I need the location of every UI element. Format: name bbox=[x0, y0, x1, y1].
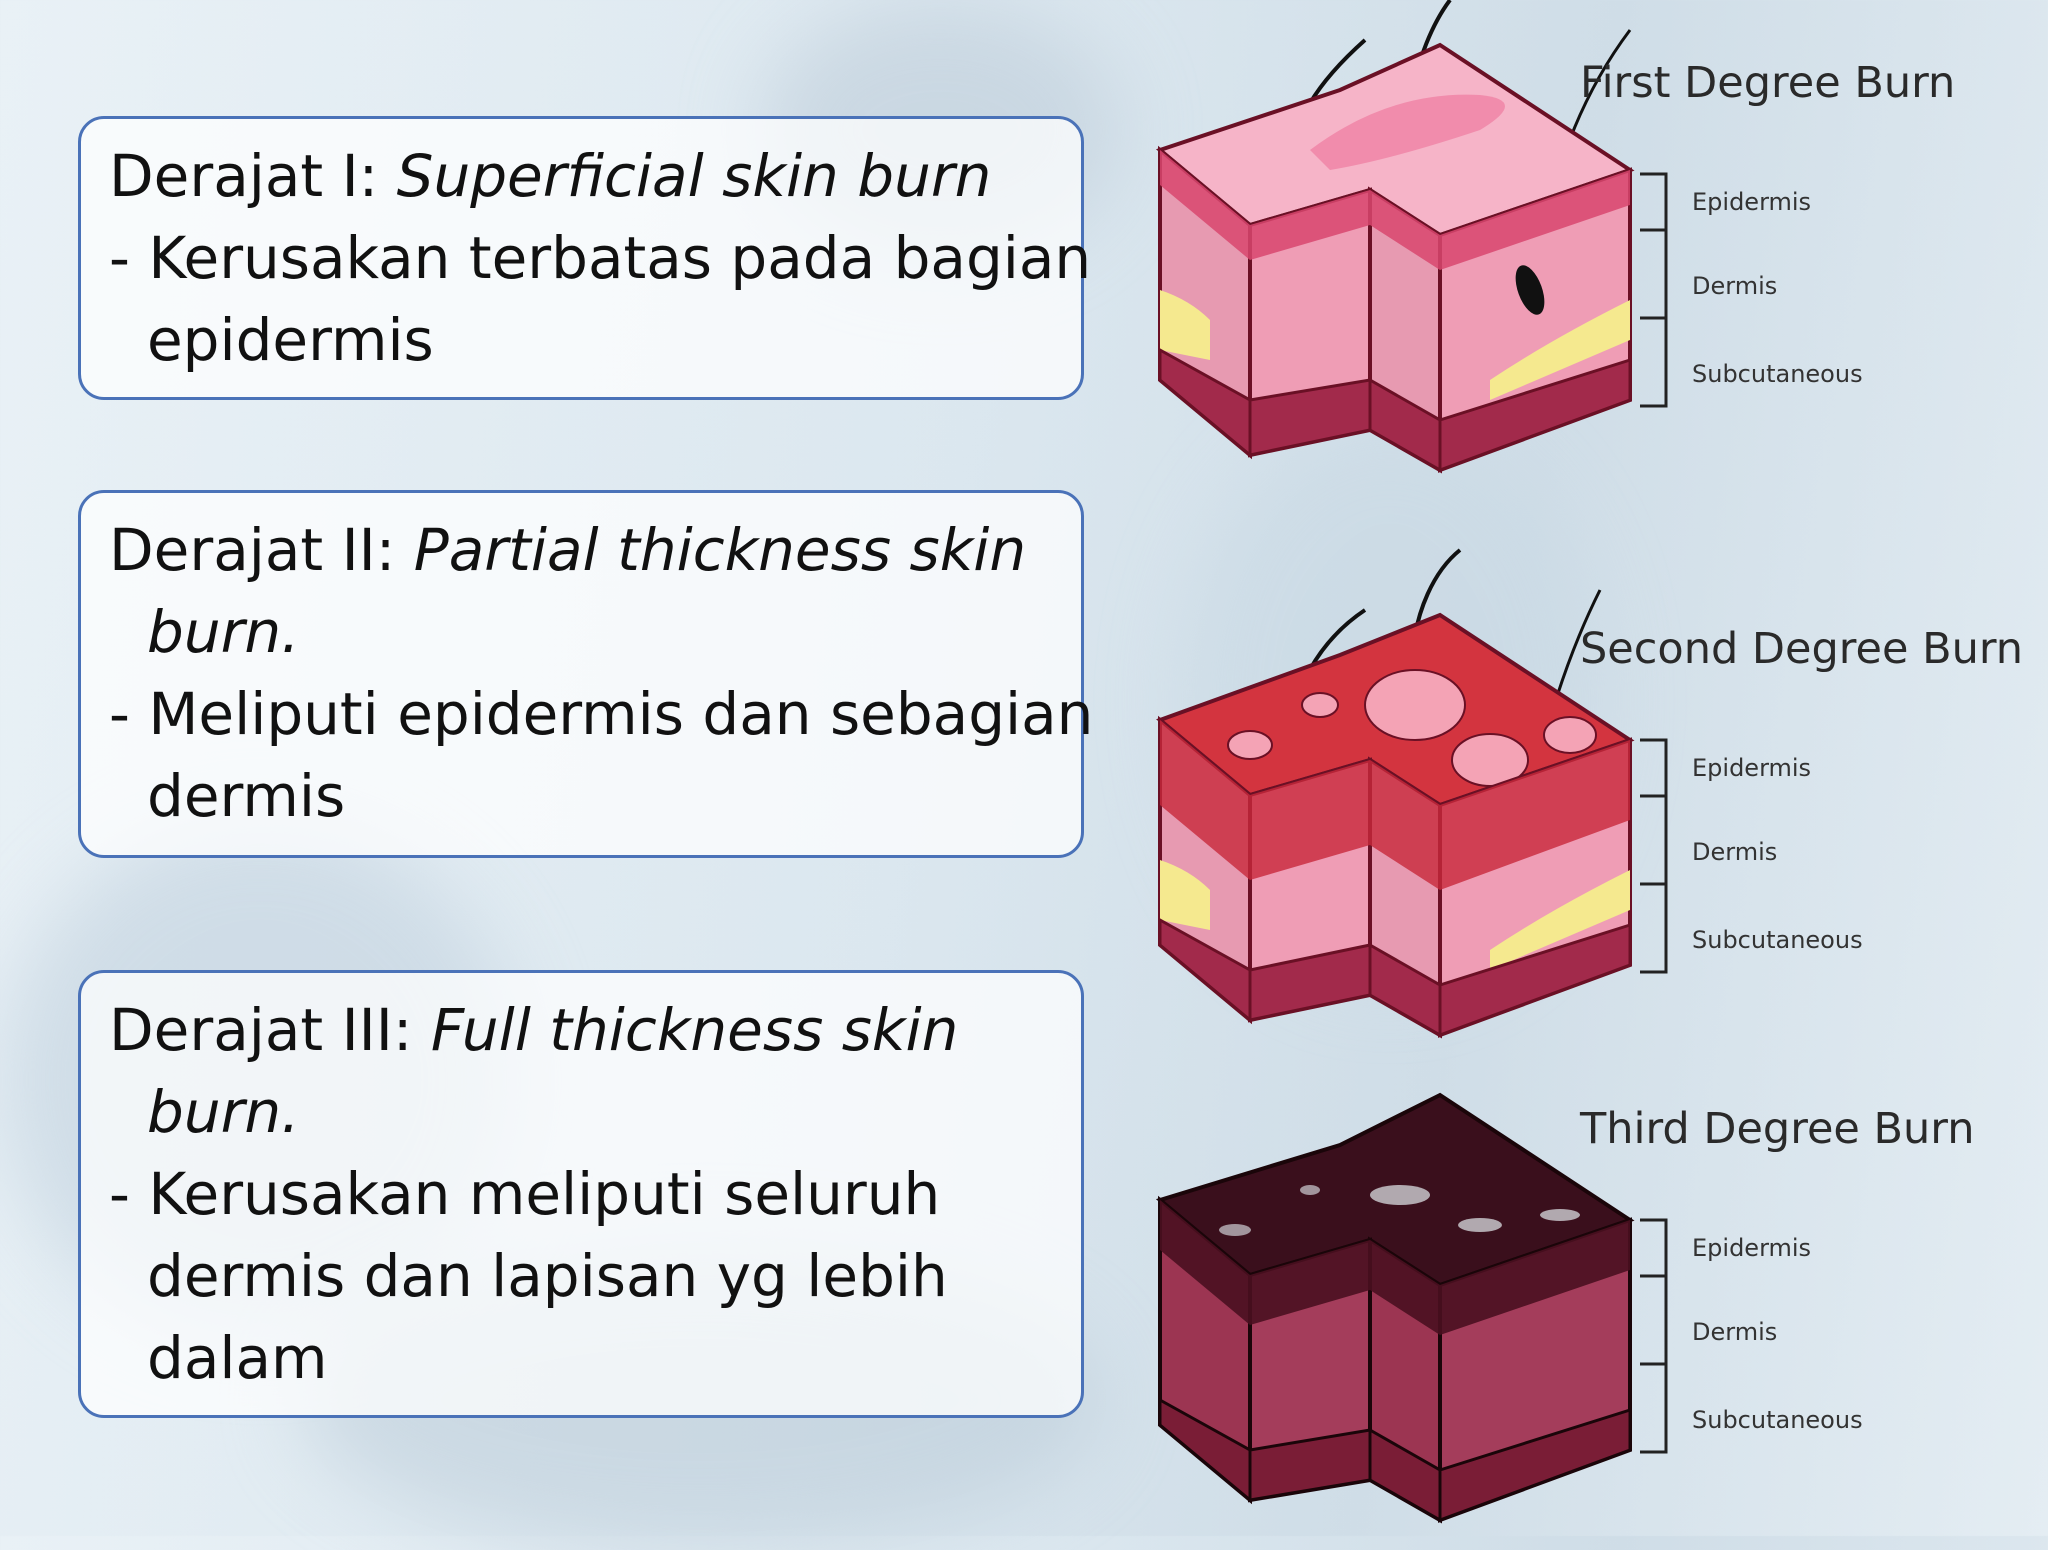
degree-1-box: Derajat I: Superficial skin burn - Kerus… bbox=[78, 116, 1092, 400]
first-degree-subcutaneous-label: Subcutaneous bbox=[1692, 360, 1863, 388]
second-degree-title: Second Degree Burn bbox=[1580, 624, 2024, 674]
degree-2-heading: Derajat II: Partial thickness skin bbox=[109, 516, 1027, 584]
first-degree-dermis-label: Dermis bbox=[1692, 272, 1778, 300]
third-degree-title: Third Degree Burn bbox=[1580, 1104, 1975, 1154]
second-degree-epidermis-label: Epidermis bbox=[1692, 754, 1812, 782]
degree-3-box: Derajat III: Full thickness skin burn. -… bbox=[78, 970, 1084, 1418]
degree-3-desc-cont: dermis dan lapisan yg lebih bbox=[147, 1242, 948, 1310]
third-degree-dermis-label: Dermis bbox=[1692, 1318, 1778, 1346]
degree-1-desc: - Kerusakan terbatas pada bagian bbox=[109, 224, 1092, 292]
second-degree-skin-diagram bbox=[1156, 548, 1635, 1039]
degree-2-desc: - Meliputi epidermis dan sebagian bbox=[109, 680, 1094, 748]
second-degree-layer-bracket bbox=[1640, 738, 1668, 974]
third-degree-subcutaneous-label: Subcutaneous bbox=[1692, 1406, 1863, 1434]
third-degree-epidermis-label: Epidermis bbox=[1692, 1234, 1812, 1262]
degree-3-desc: - Kerusakan meliputi seluruh bbox=[109, 1160, 941, 1228]
third-degree-skin-diagram bbox=[1155, 1092, 1635, 1524]
second-degree-subcutaneous-label: Subcutaneous bbox=[1692, 926, 1863, 954]
first-degree-skin-diagram bbox=[1155, 0, 1635, 474]
second-degree-dermis-label: Dermis bbox=[1692, 838, 1778, 866]
degree-2-box: Derajat II: Partial thickness skin burn.… bbox=[78, 490, 1094, 858]
first-degree-title: First Degree Burn bbox=[1580, 58, 1956, 108]
degree-2-desc-cont: dermis bbox=[147, 762, 346, 830]
degree-1-heading: Derajat I: Superficial skin burn bbox=[109, 142, 992, 210]
degree-3-desc-cont-2: dalam bbox=[147, 1324, 328, 1392]
degree-1-desc-cont: epidermis bbox=[147, 306, 434, 374]
first-degree-epidermis-label: Epidermis bbox=[1692, 188, 1812, 216]
third-degree-layer-bracket bbox=[1640, 1218, 1668, 1454]
degree-3-heading-cont: burn. bbox=[147, 1078, 300, 1146]
first-degree-layer-bracket bbox=[1640, 172, 1668, 408]
degree-2-heading-cont: burn. bbox=[147, 598, 300, 666]
degree-3-heading: Derajat III: Full thickness skin bbox=[109, 996, 959, 1064]
